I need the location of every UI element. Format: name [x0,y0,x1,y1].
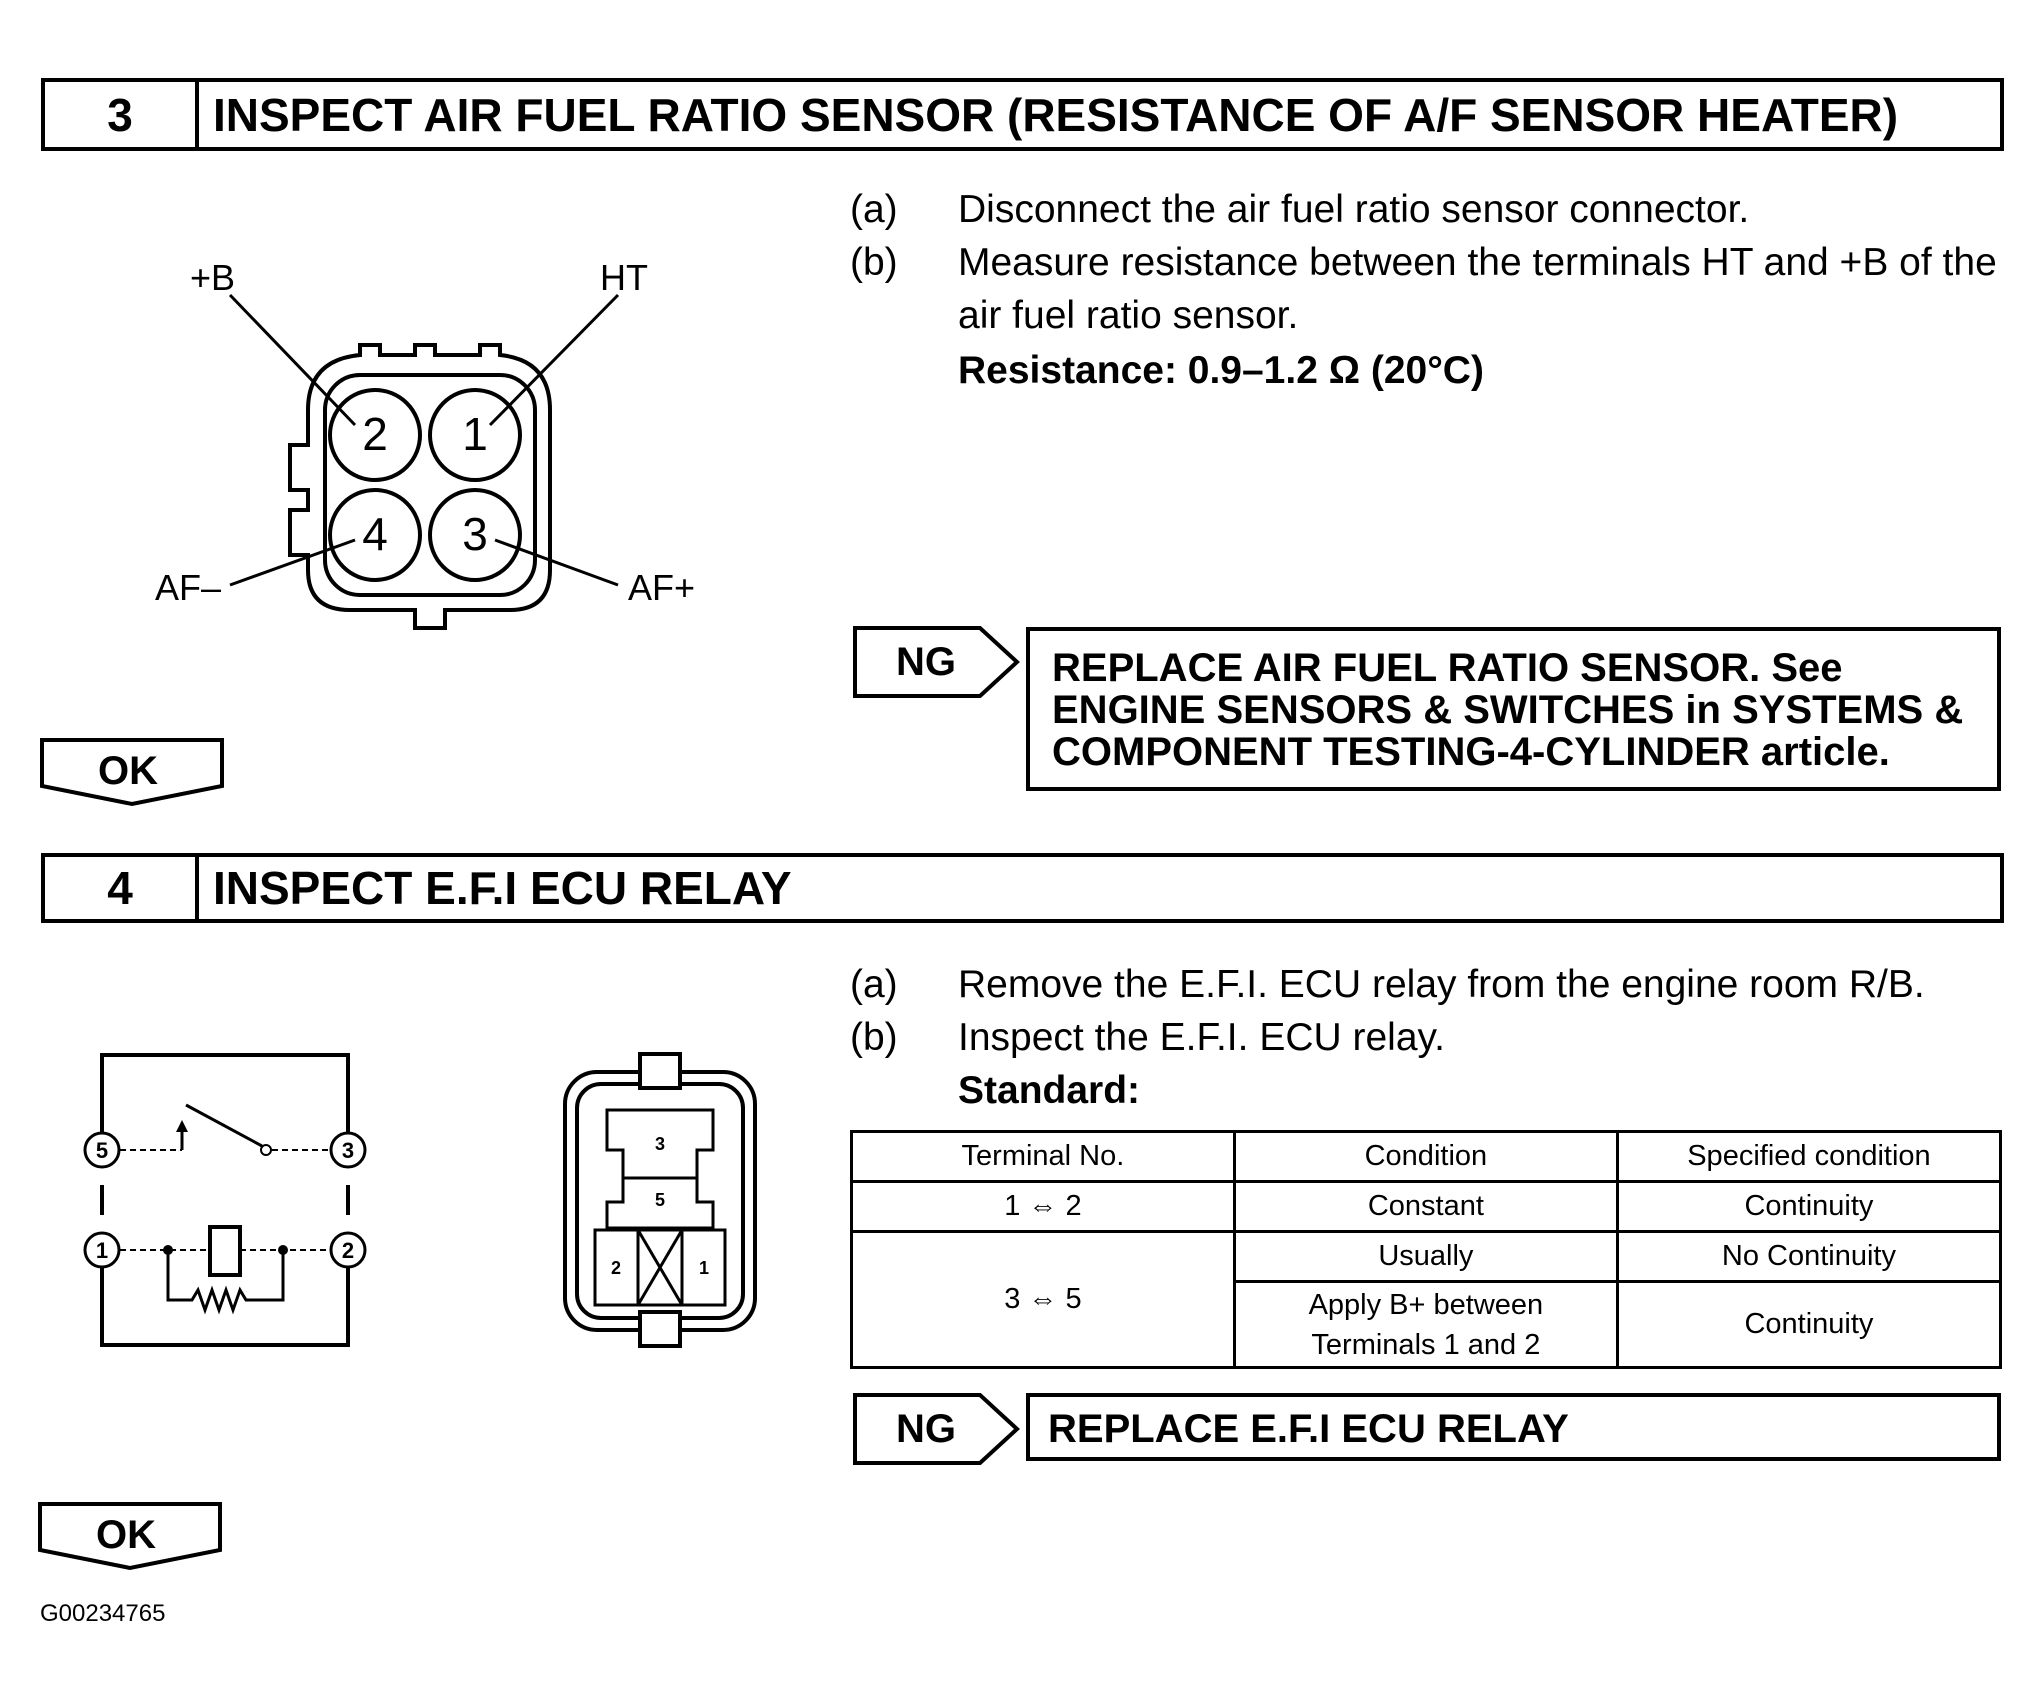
header-terminal: Terminal No. [850,1130,1236,1183]
step-text: Measure resistance between the terminals… [958,241,1997,337]
pin-label-3: 3 [462,508,488,560]
relay-pin-5: 5 [655,1190,665,1210]
af-sensor-connector-diagram: 2 1 4 3 +B HT AF– AF+ [155,257,695,630]
pin-1 [428,388,522,482]
step-label: (a) [850,188,898,231]
section-3-number: 3 [45,82,199,147]
circuit-pin-5: 5 [96,1138,108,1163]
standard-label: Standard: [958,1069,1141,1112]
condition-line-2: Terminals 1 and 2 [1311,1328,1541,1361]
step-label: (b) [850,1016,898,1059]
ng-arrow-4: NG [853,1393,1020,1465]
ok-arrow-3: OK [40,738,224,807]
table-row: 3 ⇔ 5 Usually No Continuity [850,1230,2003,1369]
ok-label: OK [96,1513,156,1557]
step-text: Disconnect the air fuel ratio sensor con… [958,188,1750,231]
relay-circuit-diagram: 5 3 1 2 [83,1053,367,1347]
pin-3 [428,488,522,582]
section-3-header: 3 INSPECT AIR FUEL RATIO SENSOR (RESISTA… [41,78,2004,151]
section-3-title: INSPECT AIR FUEL RATIO SENSOR (RESISTANC… [213,88,1899,141]
section-4-step-b: (b) Inspect the E.F.I. ECU relay. [850,1011,2000,1064]
pin-label-4: 4 [362,508,388,560]
circuit-pin-1: 1 [96,1238,108,1263]
standard-table: Terminal No. Condition Specified conditi… [850,1130,2003,1369]
ng-label: NG [896,640,956,684]
cell-condition: Constant [1232,1180,1619,1233]
pin-label-1: 1 [462,408,488,460]
label-af-plus: AF+ [628,567,695,608]
cell-condition: Apply B+ between Terminals 1 and 2 [1232,1280,1619,1369]
step-label: (b) [850,241,898,284]
relay-pin-1: 1 [699,1258,709,1278]
section-4-step-a: (a) Remove the E.F.I. ECU relay from the… [850,958,2000,1011]
relay-pin-3: 3 [655,1134,665,1154]
ng-action-box-3: REPLACE AIR FUEL RATIO SENSOR. See ENGIN… [1026,627,2001,791]
step-label: (a) [850,963,898,1006]
step-text: Remove the E.F.I. ECU relay from the eng… [958,963,1925,1006]
cell-spec: Continuity [1615,1280,2003,1369]
pin-2 [328,388,422,482]
cell-terminal: 1 ⇔ 2 [850,1180,1236,1233]
resistance-spec: Resistance: 0.9–1.2 Ω (20°C) [958,349,1484,392]
section-3-step-a: (a) Disconnect the air fuel ratio sensor… [850,183,2000,236]
table-row: Apply B+ between Terminals 1 and 2 Conti… [852,1280,2003,1369]
condition-line-1: Apply B+ between [1308,1288,1544,1321]
circuit-pin-3: 3 [342,1138,354,1163]
label-plus-b: +B [190,257,235,298]
section-3-step-b: (b) Measure resistance between the termi… [850,236,2000,342]
pin-4 [328,488,422,582]
section-4-title: INSPECT E.F.I ECU RELAY [213,862,792,914]
ok-arrow-4: OK [38,1502,222,1571]
relay-pin-2: 2 [611,1258,621,1278]
cell-spec: Continuity [1615,1180,2003,1233]
header-condition: Condition [1232,1130,1619,1183]
ng-label: NG [896,1407,956,1451]
relay-body-diagram: 3 5 2 1 [563,1052,757,1348]
label-ht: HT [600,257,648,298]
ng-action-text: REPLACE E.F.I ECU RELAY [1048,1407,1569,1451]
table-header-row: Terminal No. Condition Specified conditi… [850,1130,2003,1183]
cell-condition: Usually [1232,1230,1619,1283]
table-row: 1 ⇔ 2 Constant Continuity [850,1180,2003,1233]
ng-action-box-4: REPLACE E.F.I ECU RELAY [1026,1393,2001,1461]
pin-label-2: 2 [362,408,388,460]
cell-spec: No Continuity [1615,1230,2003,1283]
cell-terminal: 3 ⇔ 5 [850,1230,1236,1369]
section-4-number: 4 [45,857,199,919]
circuit-pin-2: 2 [342,1238,354,1263]
ok-label: OK [98,749,158,793]
step-text: Inspect the E.F.I. ECU relay. [958,1016,1445,1059]
header-spec: Specified condition [1615,1130,2003,1183]
label-af-minus: AF– [155,567,221,608]
ng-arrow-3: NG [853,626,1020,698]
figure-id: G00234765 [40,1600,166,1627]
ng-action-text: REPLACE AIR FUEL RATIO SENSOR. See ENGIN… [1052,646,1964,774]
section-4-header: 4 INSPECT E.F.I ECU RELAY [41,853,2004,923]
